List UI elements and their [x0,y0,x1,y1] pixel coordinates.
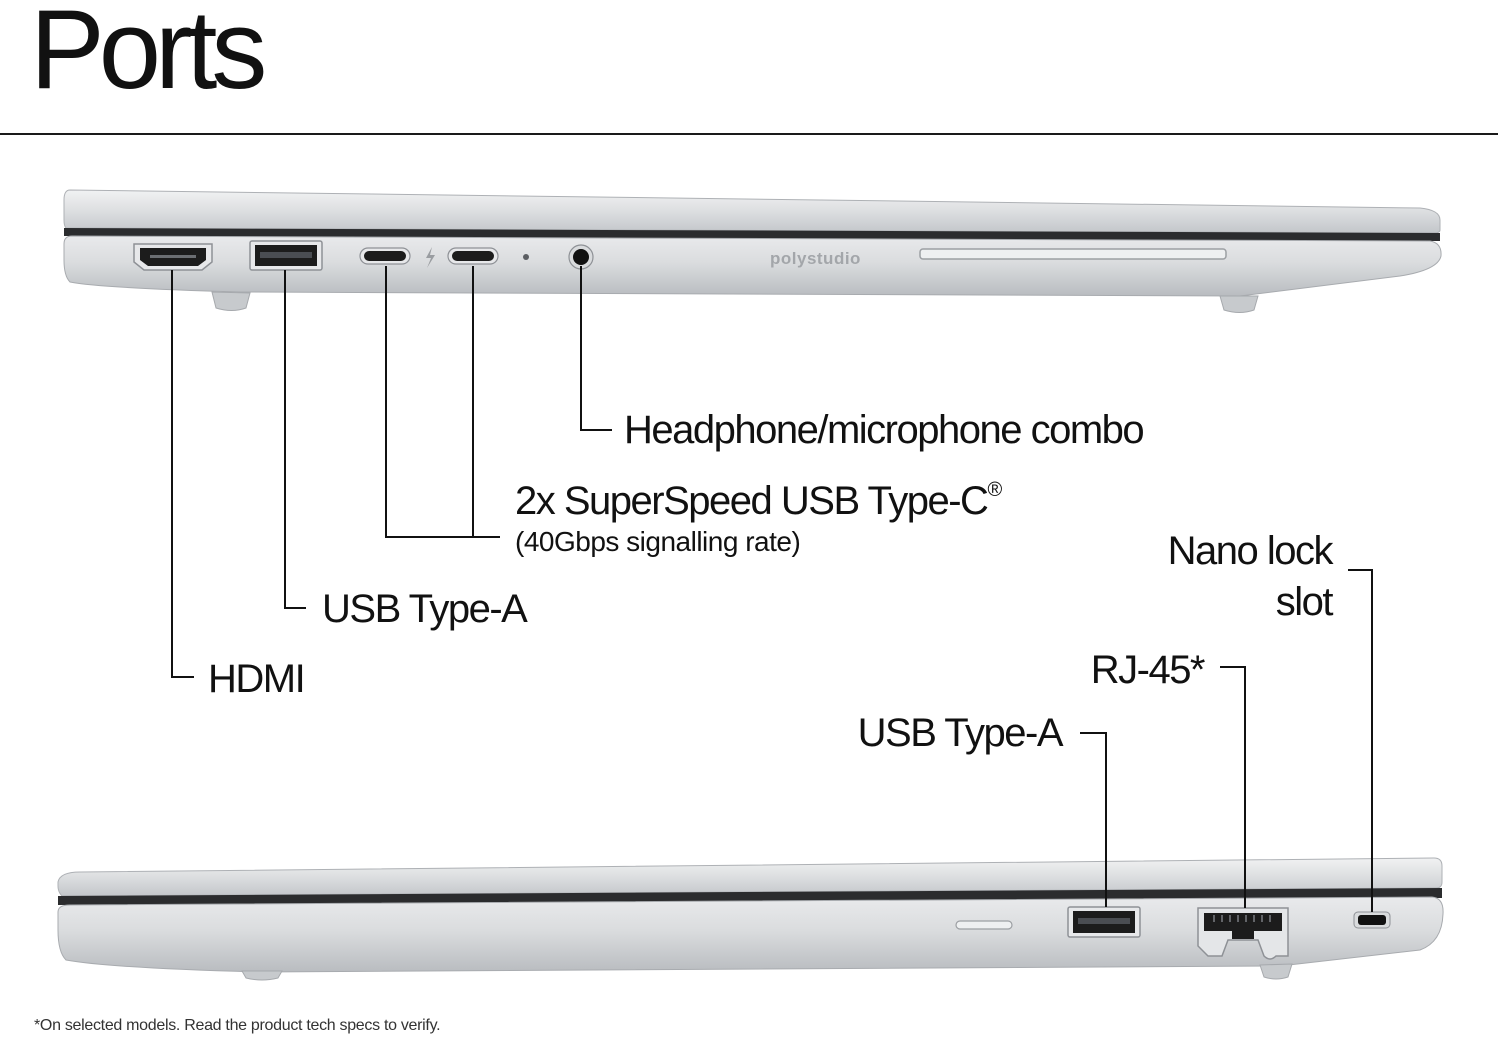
hinge-gap-bottom [58,888,1442,905]
thunderbolt-icon [426,247,435,268]
label-usb-a-right: USB Type-A [857,711,1064,755]
nano-lock-slot [1353,911,1391,929]
laptop-lid-bottom [57,857,1443,897]
leader-lines [171,266,1373,912]
label-hdmi: HDMI [208,657,306,701]
usb-a-port-right [1067,906,1141,938]
rj45-port [1197,907,1289,960]
leader-hdmi [171,270,194,678]
registered-mark: ® [987,479,1003,501]
vent-slot [955,920,1013,930]
leader-nano-lock [1348,569,1373,912]
foot-left-top [211,291,251,311]
hinge-gap-top [64,228,1440,241]
usb-a-port-left [249,240,323,271]
label-usb-c-rate: (40Gbps signalling rate) [515,526,801,557]
brand-text: polystudio [770,249,861,268]
label-nano-lock-line1: Nano lock [1167,529,1334,573]
title-divider [0,133,1498,135]
footnote: *On selected models. Read the product te… [34,1017,441,1034]
laptop-lid-top [63,189,1441,234]
leader-rj45 [1220,666,1246,908]
label-rj45: RJ-45* [1090,648,1206,692]
label-usb-c: 2x SuperSpeed USB Type-C® [515,480,1002,521]
hdmi-port [133,243,213,271]
label-nano-lock-line2: slot [1275,580,1334,624]
foot-left-bottom [241,970,283,981]
label-usb-c-main: 2x SuperSpeed USB Type-C [515,479,989,523]
usb-c-port-1 [359,247,411,265]
speaker-grille [919,248,1227,260]
laptop-left-side-view: polystudio [63,189,1442,313]
label-usb-a-left: USB Type-A [322,587,528,631]
page-title: Ports [30,0,267,112]
leader-usbc [385,266,500,538]
leader-usba-right [1080,732,1107,907]
label-headphone-combo: Headphone/microphone combo [624,408,1145,452]
foot-right-bottom [1259,963,1293,980]
leader-usba-left [284,270,306,609]
foot-right-top [1219,295,1259,313]
laptop-right-side-view [57,857,1444,981]
headphone-jack [568,244,594,270]
usb-c-port-2 [447,247,499,265]
leader-headphone [580,266,612,431]
status-led [523,254,529,260]
